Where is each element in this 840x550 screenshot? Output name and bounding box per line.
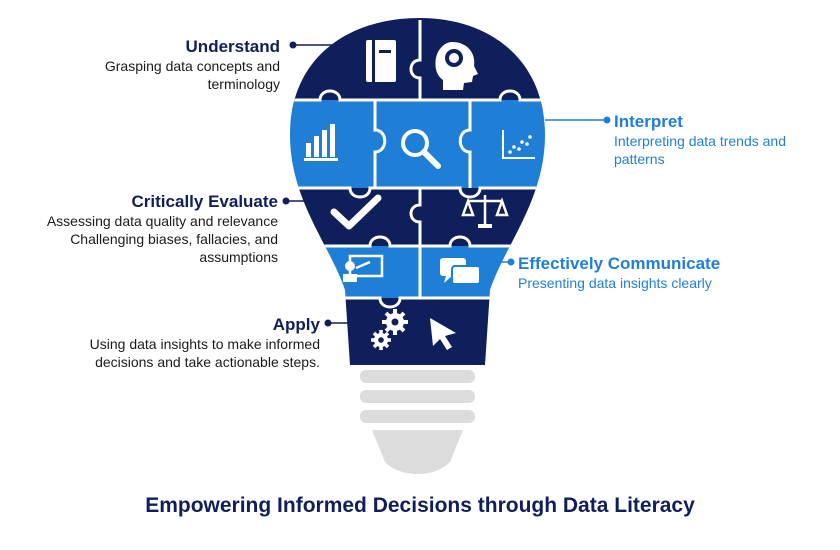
apply-label: Apply Using data insights to make inform… bbox=[40, 315, 320, 371]
book-icon bbox=[366, 40, 396, 82]
diagram-caption: Empowering Informed Decisions through Da… bbox=[145, 494, 695, 517]
evaluate-desc-line3: assumptions bbox=[199, 249, 278, 265]
evaluate-title: Critically Evaluate bbox=[131, 192, 278, 211]
presentation-icon bbox=[343, 254, 384, 282]
connector-evaluate bbox=[282, 197, 310, 205]
evaluate-desc-line1: Assessing data quality and relevance bbox=[46, 213, 278, 229]
apply-title: Apply bbox=[272, 315, 320, 334]
understand-label: Understand Grasping data concepts and te… bbox=[40, 37, 280, 93]
connector-communicate bbox=[485, 258, 515, 266]
understand-title: Understand bbox=[185, 37, 280, 56]
interpret-label: Interpret Interpreting data trends and p… bbox=[614, 112, 834, 168]
bulb-base bbox=[360, 370, 475, 474]
bar-chart-icon bbox=[304, 124, 338, 161]
connector-understand bbox=[289, 41, 345, 49]
communicate-desc-line1: Presenting data insights clearly bbox=[518, 275, 712, 291]
interpret-title: Interpret bbox=[614, 112, 683, 131]
apply-desc-line2: decisions and take actionable steps. bbox=[95, 354, 320, 370]
communicate-title: Effectively Communicate bbox=[518, 254, 721, 273]
bulb-body bbox=[290, 18, 545, 365]
gears-icon bbox=[371, 309, 408, 350]
cursor-icon bbox=[430, 318, 456, 350]
checkmark-icon bbox=[330, 194, 382, 230]
connector-interpret bbox=[545, 116, 611, 124]
understand-desc-line1: Grasping data concepts and bbox=[104, 58, 280, 74]
connector-apply bbox=[324, 319, 350, 327]
brain-head-icon bbox=[435, 42, 478, 90]
understand-desc-line2: terminology bbox=[207, 76, 280, 92]
scatter-chart-icon bbox=[502, 130, 535, 159]
interpret-desc-line1: Interpreting data trends and bbox=[614, 133, 787, 149]
chat-bubbles-icon bbox=[440, 258, 481, 290]
scales-icon bbox=[461, 195, 509, 228]
magnifier-icon bbox=[401, 129, 441, 169]
interpret-desc-line2: patterns bbox=[614, 151, 665, 167]
evaluate-label: Critically Evaluate Assessing data quali… bbox=[0, 192, 278, 266]
communicate-label: Effectively Communicate Presenting data … bbox=[518, 254, 834, 292]
apply-desc-line1: Using data insights to make informed bbox=[89, 336, 320, 352]
evaluate-desc-line2: Challenging biases, fallacies, and bbox=[70, 231, 278, 247]
